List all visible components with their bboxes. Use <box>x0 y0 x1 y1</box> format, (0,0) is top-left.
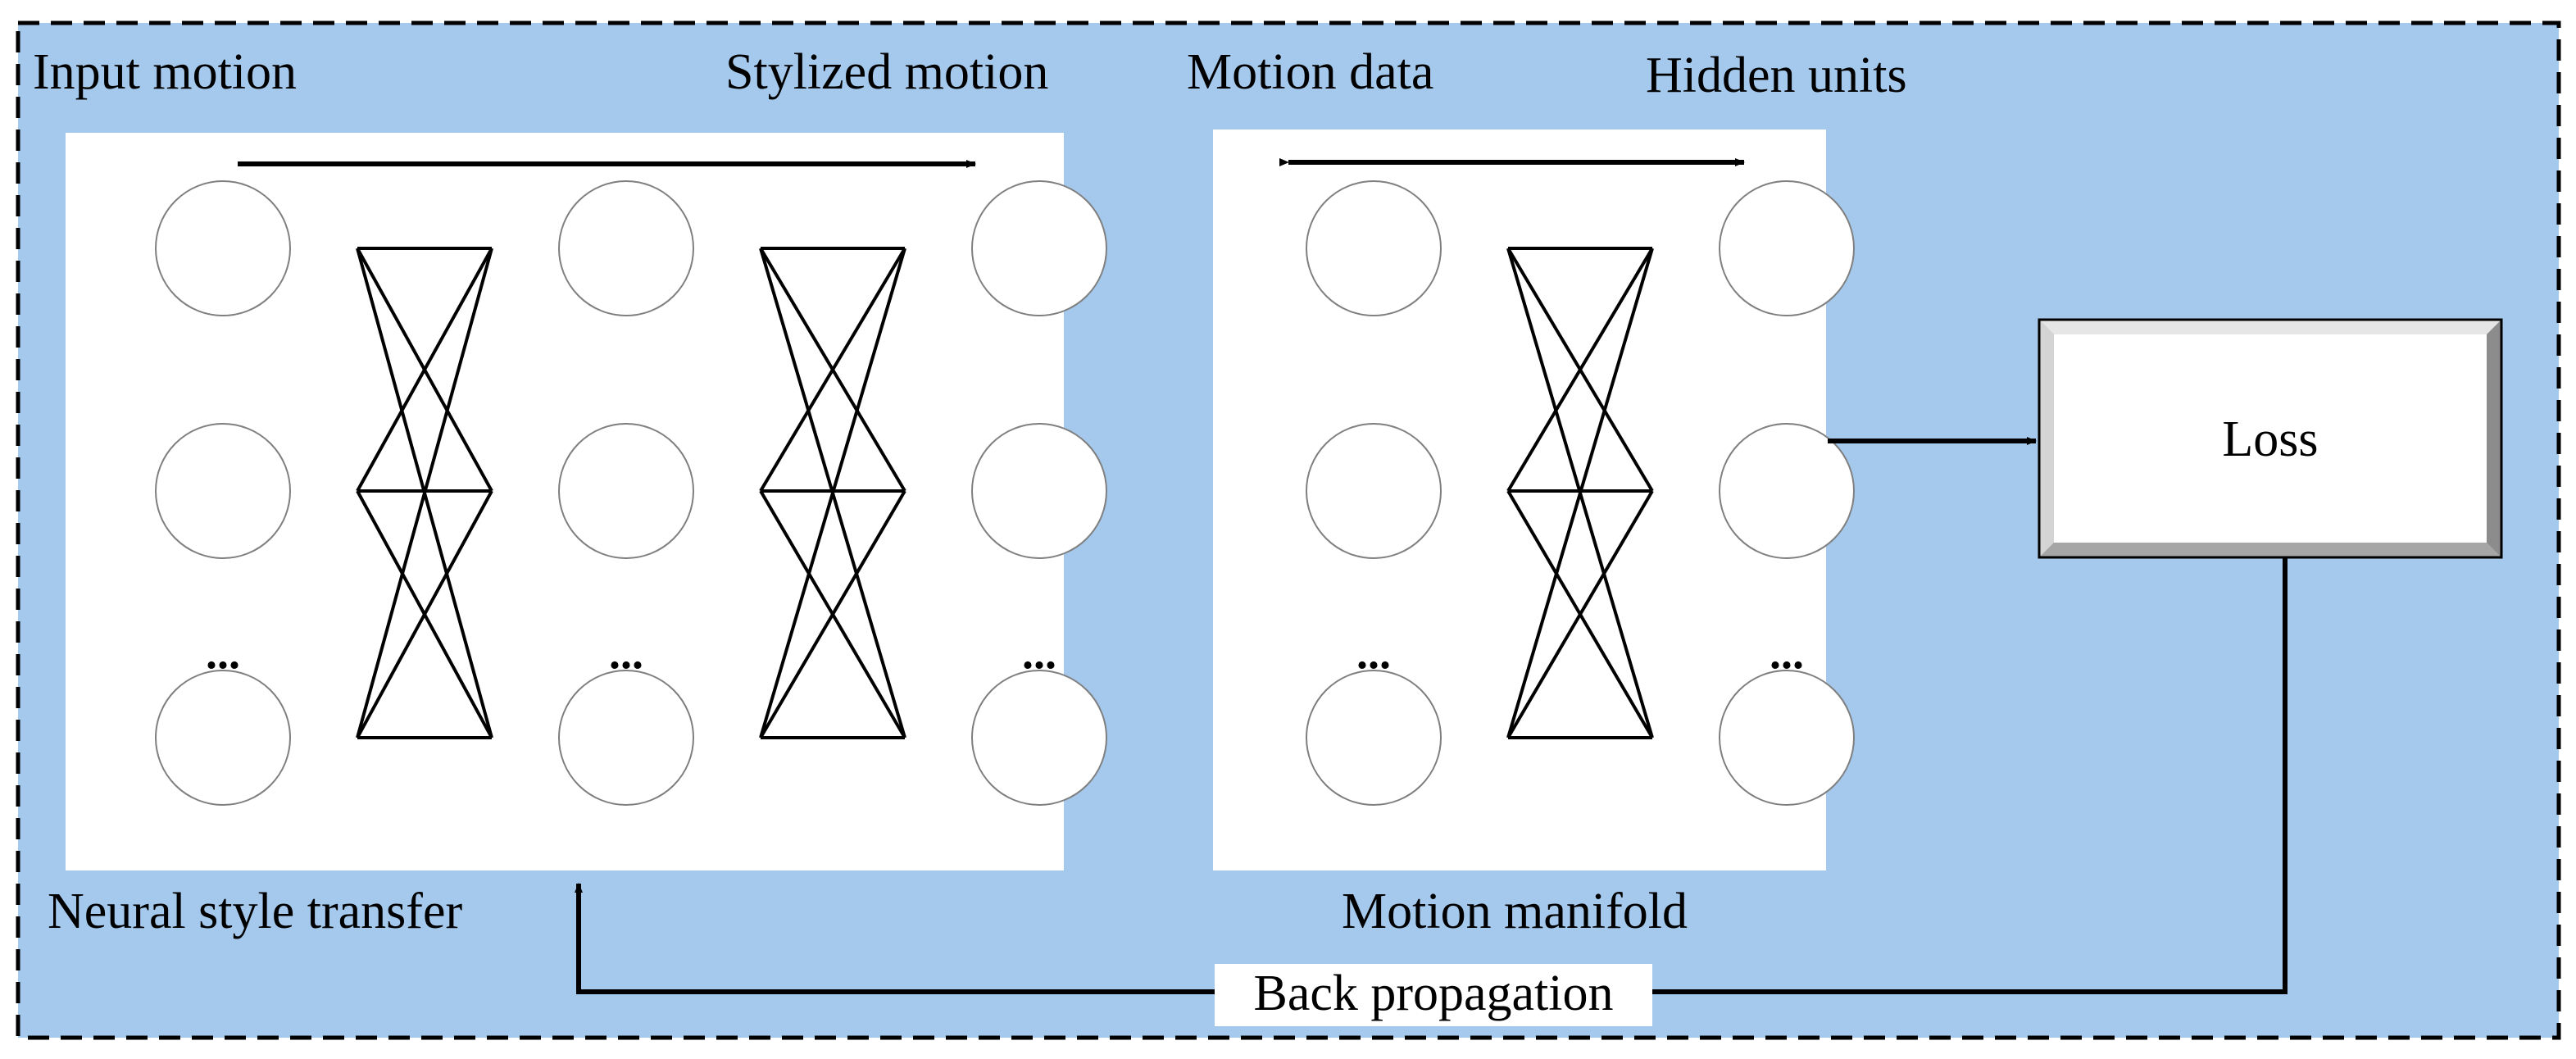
motion-manifold-node <box>1306 670 1442 806</box>
neural-style-transfer-node <box>155 180 291 316</box>
loss-bevel-right <box>2487 320 2501 557</box>
neural-style-transfer-connection <box>759 248 906 739</box>
motion-manifold-node <box>1719 180 1855 316</box>
motion-manifold-connection <box>1506 248 1654 739</box>
hidden-units-label: Hidden units <box>1646 48 1907 103</box>
network-nodes <box>155 180 1855 806</box>
input-motion-label: Input motion <box>33 44 297 100</box>
motion-data-label: Motion data <box>1187 44 1433 100</box>
stylized-motion-label: Stylized motion <box>725 44 1048 100</box>
loss-bevel-bottom <box>2039 543 2501 557</box>
network-connections <box>356 247 1654 739</box>
loss-bevel-top <box>2039 320 2501 334</box>
neural-style-transfer-node <box>558 670 694 806</box>
back-propagation-label: Back propagation <box>1253 966 1613 1021</box>
neural-style-transfer-connection <box>356 248 493 492</box>
neural-style-transfer-connection <box>759 489 906 739</box>
neural-style-transfer-node <box>558 180 694 316</box>
motion-manifold-node <box>1306 423 1442 559</box>
neural-style-transfer-connection <box>759 247 906 493</box>
neural-style-transfer-label: Neural style transfer <box>48 884 462 939</box>
loss-box: Loss <box>2038 318 2503 559</box>
motion-manifold-node <box>1719 670 1855 806</box>
neural-style-transfer-connection <box>356 490 493 739</box>
motion-manifold-label: Motion manifold <box>1342 884 1688 939</box>
neural-style-transfer-node <box>155 670 291 806</box>
ellipsis-hidden-layer: ... <box>609 628 643 679</box>
loss-label: Loss <box>2222 411 2318 467</box>
ellipsis-manifold-hidden-layer: ... <box>1770 628 1804 679</box>
neural-style-transfer-node <box>971 670 1107 806</box>
ellipsis-output-layer: ... <box>1022 628 1056 679</box>
motion-manifold-connection <box>1506 247 1654 493</box>
back-propagation-label-bg <box>1215 964 1652 1026</box>
motion-manifold-node <box>1719 423 1855 559</box>
loss-outline <box>2038 318 2503 559</box>
loss-face <box>2054 334 2487 543</box>
neural-style-transfer-connection <box>356 248 493 739</box>
neural-style-transfer-node <box>971 423 1107 559</box>
loss-bevel-left <box>2039 320 2054 557</box>
neural-style-transfer-node <box>155 423 291 559</box>
motion-manifold-connection <box>1506 489 1654 739</box>
ellipsis-manifold-data-layer: ... <box>1356 628 1391 679</box>
motion-manifold-node <box>1306 180 1442 316</box>
neural-style-transfer-node <box>558 423 694 559</box>
ellipsis-input-layer: ... <box>206 628 240 679</box>
neural-style-transfer-node <box>971 180 1107 316</box>
